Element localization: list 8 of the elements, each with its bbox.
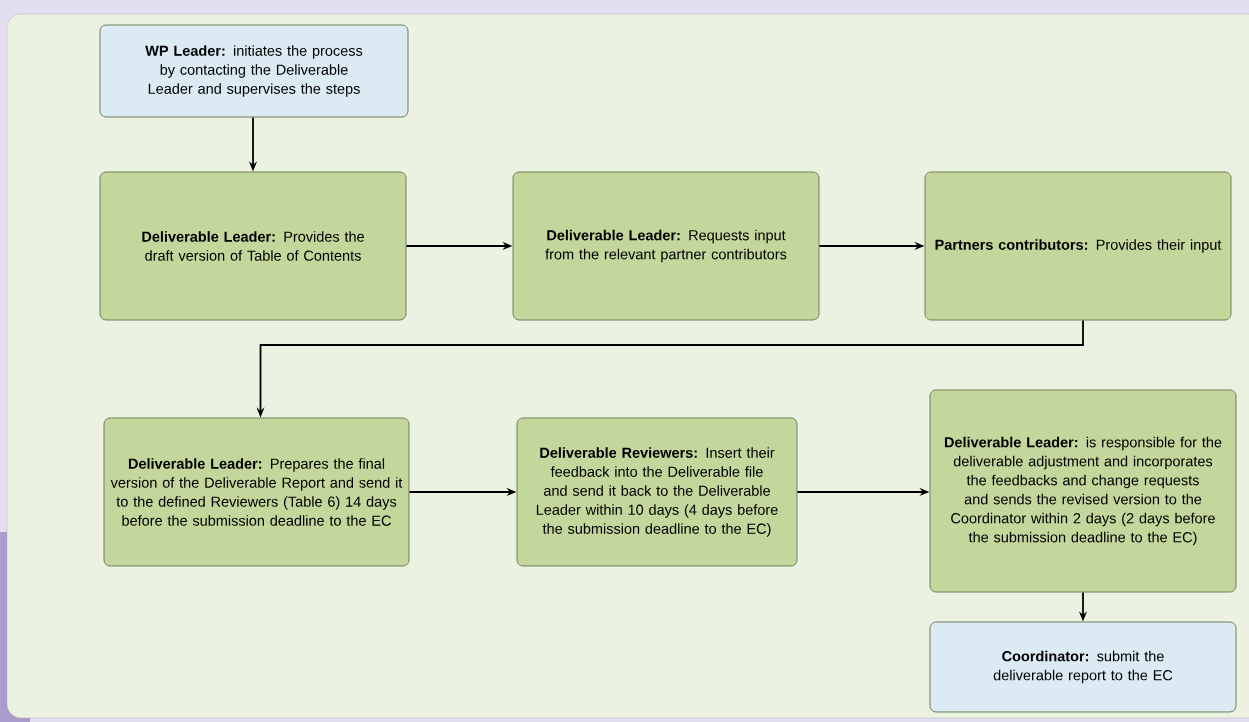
step-box: Deliverable Reviewers: Insert their feedback into the Deliverable file and send it back to the Deliverable Leader within 10 days (4 days before the submission deadline to the EC) (516, 417, 798, 567)
role-box: WP Leader: initiates the process by contacting the Deliverable Leader and supervises the steps (99, 24, 409, 118)
step-box: Deliverable Leader: Requests input from the relevant partner contributors (512, 171, 820, 321)
role-box: Coordinator: submit the deliverable report to the EC (929, 621, 1237, 713)
step-box: Partners contributors: Provides their input (924, 171, 1232, 321)
step-box: Deliverable Leader: Provides the draft version of Table of Contents (99, 171, 407, 321)
step-box: Deliverable Leader: Prepares the final version of the Deliverable Report and send it to the defined Reviewers (Table 6) 14 days before the submission deadline to the EC (103, 417, 410, 567)
step-box: Deliverable Leader: is responsible for the deliverable adjustment and incorporates the feedbacks and change requests and sends the revised version to the Coordinator within 2 days (2 days before the submission deadline to the EC) (929, 389, 1237, 593)
